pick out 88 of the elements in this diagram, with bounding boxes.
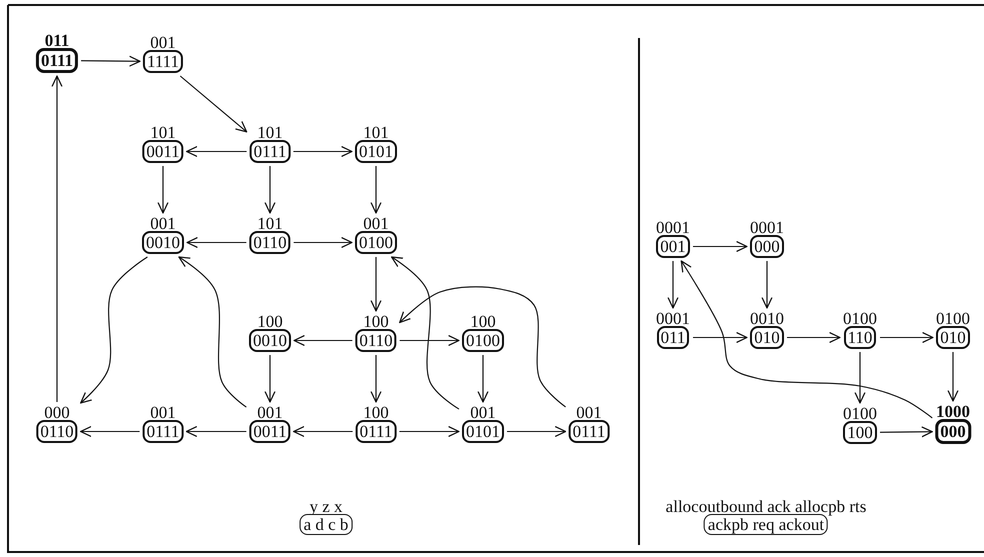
- arrow: [854, 352, 866, 404]
- state-label: 1000: [936, 404, 970, 419]
- arrow: [293, 146, 353, 158]
- arrow: [667, 261, 679, 309]
- arrow: [761, 261, 773, 309]
- state-label: 001: [470, 405, 496, 420]
- arrow: [294, 236, 353, 248]
- state-label: 001: [363, 216, 389, 231]
- state-box: 110: [844, 326, 876, 349]
- state-box: 0111: [568, 420, 610, 443]
- arrow: [51, 75, 63, 402]
- key-label: allocoutbound ack allocpb rts: [666, 499, 866, 514]
- state-label: 0100: [936, 311, 970, 326]
- arrow: [680, 260, 933, 418]
- state-label: 001: [150, 35, 176, 50]
- state-label: 001: [150, 216, 176, 231]
- state-label: 0001: [656, 311, 690, 326]
- arrow: [180, 76, 248, 132]
- state-label: 100: [363, 314, 389, 329]
- state-box: 1111: [142, 50, 184, 73]
- arrow: [477, 355, 489, 403]
- arrow: [787, 332, 841, 344]
- state-box: 0011: [249, 420, 291, 443]
- state-box: 001: [656, 235, 690, 258]
- state-box: 0011: [142, 140, 184, 163]
- state-box: 100: [843, 421, 877, 444]
- state-box: 011: [656, 326, 690, 349]
- key-box: ackpb req ackout: [704, 514, 828, 535]
- state-box: 0110: [355, 329, 397, 352]
- state-box: 0111: [36, 48, 78, 73]
- state-label: 000: [44, 405, 70, 420]
- state-box: 0111: [356, 420, 396, 443]
- state-box: 0111: [142, 420, 184, 443]
- arrow: [186, 426, 246, 438]
- arrow: [178, 256, 247, 408]
- state-label: 101: [257, 125, 283, 140]
- arrow: [400, 334, 460, 346]
- state-box: 0101: [355, 140, 397, 163]
- arrow: [264, 355, 276, 403]
- arrow: [399, 286, 566, 408]
- arrow: [370, 355, 382, 403]
- arrow: [880, 332, 934, 344]
- state-box: 0110: [36, 420, 78, 443]
- arrow: [186, 146, 247, 158]
- state-label: 101: [257, 216, 283, 231]
- state-label: 100: [257, 314, 283, 329]
- arrow: [693, 240, 748, 252]
- arrow: [507, 426, 566, 438]
- key-box: a d c b: [300, 514, 352, 535]
- state-label: 100: [470, 314, 496, 329]
- state-label: 101: [363, 125, 389, 140]
- arrow: [186, 236, 246, 248]
- arrow: [390, 256, 460, 410]
- state-box: 0111: [250, 140, 290, 163]
- arrow: [399, 426, 460, 438]
- arrow: [370, 257, 382, 312]
- state-label: 0001: [750, 220, 784, 235]
- state-box: 010: [750, 326, 784, 349]
- arrow: [264, 166, 276, 214]
- state-box: 0110: [249, 231, 291, 254]
- state-box: 0010: [249, 329, 291, 352]
- arrow: [947, 352, 959, 402]
- arrow: [880, 426, 933, 438]
- state-box: 0100: [355, 231, 397, 254]
- state-label: 001: [150, 405, 176, 420]
- arrow: [80, 256, 148, 404]
- state-label: 0100: [843, 311, 877, 326]
- state-label: 0001: [656, 220, 690, 235]
- arrow: [157, 166, 169, 214]
- state-label: 101: [150, 125, 176, 140]
- state-box: 0100: [462, 329, 504, 352]
- state-label: 0100: [843, 406, 877, 421]
- state-label: 001: [257, 405, 283, 420]
- state-label: 001: [576, 405, 602, 420]
- arrow: [80, 426, 140, 438]
- state-box: 010: [936, 326, 970, 349]
- state-box: 000: [935, 419, 971, 444]
- state-label: 100: [363, 405, 389, 420]
- arrow: [293, 426, 353, 438]
- arrow: [370, 166, 382, 214]
- state-label: 0010: [750, 311, 784, 326]
- state-box: 0101: [462, 420, 504, 443]
- state-box: 0010: [142, 231, 184, 254]
- state-label: 011: [44, 33, 70, 48]
- arrow: [81, 56, 141, 67]
- state-box: 000: [750, 235, 784, 258]
- arrow: [293, 334, 352, 346]
- arrow: [693, 332, 748, 344]
